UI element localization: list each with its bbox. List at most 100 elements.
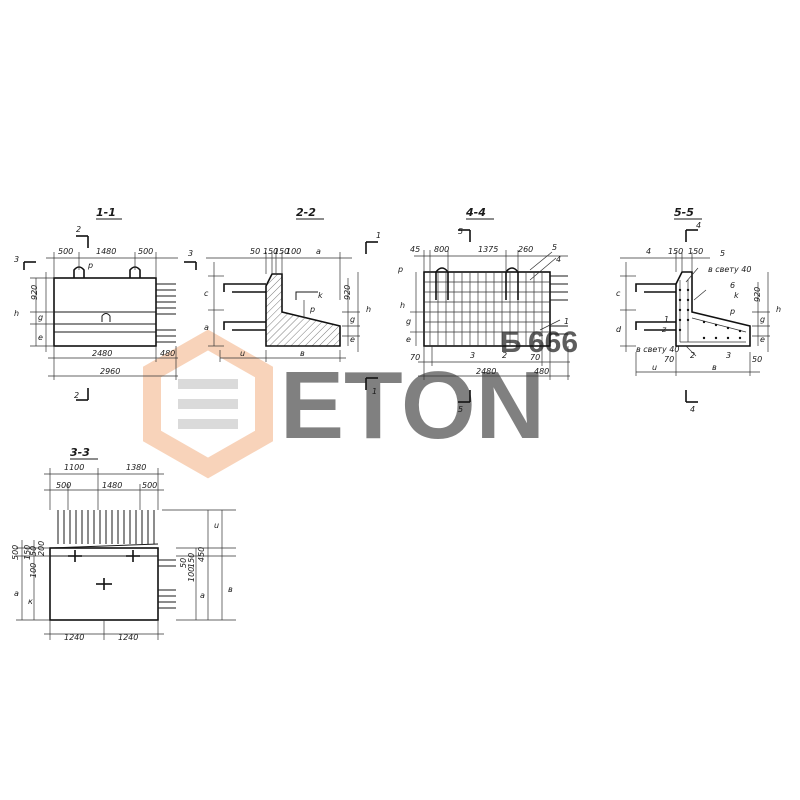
dim-label: 50 — [29, 546, 38, 556]
cut-marker — [365, 241, 378, 390]
protruding-bars — [156, 283, 176, 343]
dim-label: 2480 — [476, 367, 496, 376]
cut-label: 5 — [458, 227, 463, 236]
dim-label: 500 — [11, 545, 20, 560]
section-2-2-title: 2-2 — [296, 206, 316, 219]
dim-label: 70 — [410, 353, 420, 362]
dim-label: 50 — [179, 558, 188, 568]
rebar-grid — [424, 272, 550, 346]
dim-letter: u — [652, 363, 657, 372]
section-1-1-title: 1-1 — [96, 206, 116, 219]
dim-label: 920 — [30, 285, 39, 300]
dim-letter: c — [204, 289, 209, 298]
dim-label: 1480 — [96, 247, 116, 256]
position-marker: 2 — [690, 351, 695, 360]
dim-letter: a — [204, 323, 209, 332]
dim-label: 150 — [23, 545, 32, 560]
section-4-4-title: 4-4 — [465, 206, 486, 219]
dim-label: 200 — [37, 541, 46, 556]
rebar — [635, 321, 676, 331]
dim-letter: h — [366, 305, 371, 314]
dim-label: 1380 — [126, 463, 146, 472]
dim-letter: g — [760, 315, 765, 324]
section-4-4: 4-4 — [397, 206, 570, 414]
position-marker: 1 — [564, 317, 569, 326]
watermark-logo-icon — [143, 329, 273, 479]
position-marker: 3 — [470, 351, 475, 360]
position-marker: 1 — [664, 315, 669, 324]
dim-letter: z — [661, 325, 667, 334]
dimension-lines — [410, 250, 570, 380]
cut-label: 3 — [188, 249, 193, 258]
cut-marker — [23, 235, 197, 401]
rebar-note: в свету 40 — [636, 345, 679, 354]
cage-outline — [423, 271, 551, 347]
section-3-3: 3-3 — [11, 446, 236, 642]
dim-label: 500 — [138, 247, 153, 256]
dim-label: 1240 — [64, 633, 84, 642]
dim-label: 1480 — [102, 481, 122, 490]
dim-letter: e — [350, 335, 355, 344]
section-1-1: 1-1 — [14, 206, 197, 401]
position-marker: 5 — [552, 243, 557, 252]
hatched-cross-section — [265, 273, 341, 347]
dim-label: 150 — [688, 247, 703, 256]
dim-label: 1240 — [118, 633, 138, 642]
dim-label: 100 — [286, 247, 301, 256]
dim-label: 480 — [534, 367, 549, 376]
dim-letter: p — [87, 261, 93, 270]
watermark: ETON Б 666 — [143, 326, 578, 479]
rebar-lines — [679, 280, 747, 343]
protruding-bars — [550, 275, 568, 335]
rebar — [295, 291, 318, 300]
dim-label: 150 — [263, 247, 278, 256]
position-marker: 3 — [726, 351, 731, 360]
dim-letter: p — [729, 307, 735, 316]
watermark-digits: 666 — [528, 326, 578, 359]
dimension-lines — [620, 252, 770, 376]
cut-label: 2 — [74, 391, 79, 400]
dim-letter: в — [300, 349, 305, 358]
rebar — [223, 283, 266, 293]
watermark-brand: ETON — [280, 352, 545, 459]
cut-marker — [685, 229, 698, 403]
dim-letter: a — [14, 589, 19, 598]
cut-label: 2 — [76, 225, 81, 234]
cut-label: 3 — [14, 255, 19, 264]
dim-letter: a — [200, 591, 205, 600]
position-marker: 4 — [646, 247, 651, 256]
rebar-note: в свету 40 — [708, 265, 751, 274]
position-marker: 6 — [730, 281, 735, 290]
rebar — [635, 283, 676, 293]
rebar — [223, 321, 266, 331]
dim-letter: в — [712, 363, 717, 372]
dim-letter: k — [318, 291, 323, 300]
dimension-lines — [30, 252, 178, 380]
dim-letter: g — [350, 315, 355, 324]
lifting-loop-icon — [101, 313, 111, 322]
dim-label: 70 — [664, 355, 674, 364]
section-5-5: 5-5 — [616, 206, 781, 414]
dim-label: 1100 — [64, 463, 84, 472]
cut-label: 5 — [458, 405, 463, 414]
dim-letter: e — [406, 335, 411, 344]
dim-letter: h — [14, 309, 19, 318]
dim-letter: u — [214, 521, 219, 530]
rebar-dots — [678, 288, 742, 340]
dimension-lines — [206, 252, 360, 362]
dim-label: 150 — [668, 247, 683, 256]
dim-label: 500 — [58, 247, 73, 256]
section-3-3-title: 3-3 — [70, 446, 90, 459]
dim-label: 450 — [197, 547, 206, 562]
position-marker: 5 — [720, 249, 725, 258]
protruding-bars — [57, 510, 176, 609]
dim-letter: g — [38, 313, 43, 322]
dim-letter: e — [38, 333, 43, 342]
dim-label: 70 — [530, 353, 540, 362]
position-marker: 2 — [502, 351, 507, 360]
cut-label: 1 — [376, 231, 381, 240]
dim-letter: c — [616, 289, 621, 298]
dim-label: 150 — [274, 247, 289, 256]
dim-letter: e — [760, 335, 765, 344]
